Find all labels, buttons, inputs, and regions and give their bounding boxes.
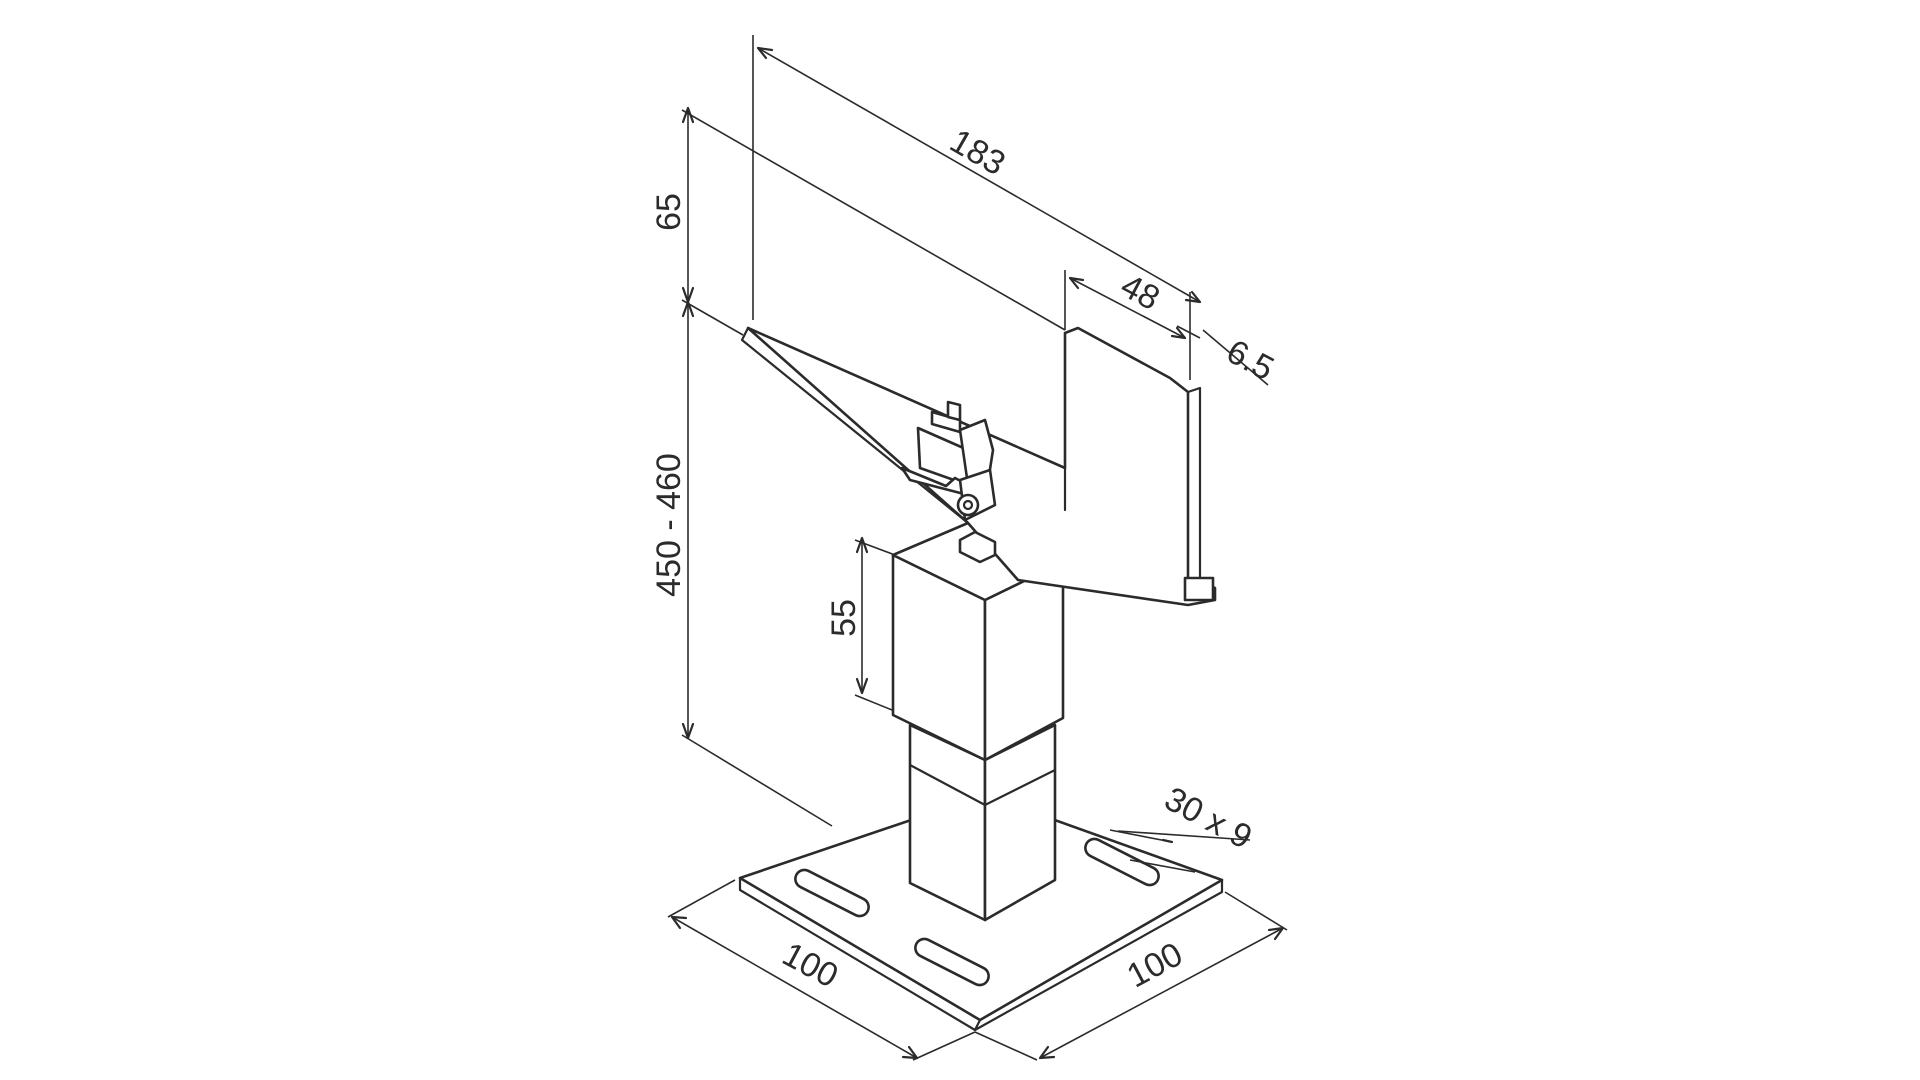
dim-label-hook-width: 48 xyxy=(1115,267,1166,318)
dim-label-hook-thickness: 6.5 xyxy=(1220,332,1280,388)
base-slot xyxy=(1084,837,1160,887)
dim-label-head-height: 55 xyxy=(825,599,863,637)
lower-post xyxy=(908,723,1057,922)
dim-line-183 xyxy=(757,47,1201,303)
dim-label-post-height: 450 - 460 xyxy=(650,453,688,597)
dim-label-base-right: 100 xyxy=(1121,935,1189,995)
dim-line-48 xyxy=(1069,277,1186,339)
dim-line-30x9 xyxy=(1117,830,1251,841)
dim-label-top-height: 65 xyxy=(650,193,688,231)
dim-label-base-left: 100 xyxy=(776,935,844,995)
base-slot xyxy=(914,937,990,987)
dim-line-100-right xyxy=(1039,927,1284,1059)
bolt-icon xyxy=(956,493,980,517)
base-slot xyxy=(794,868,870,918)
dim-line-100-left xyxy=(671,916,918,1059)
clamp xyxy=(900,400,997,522)
dim-line-6-5 xyxy=(1176,325,1201,339)
dim-label-slot-size: 30 x 9 xyxy=(1158,780,1258,857)
dimension-lines xyxy=(667,35,1288,1061)
dim-label-arm-length: 183 xyxy=(943,122,1011,183)
